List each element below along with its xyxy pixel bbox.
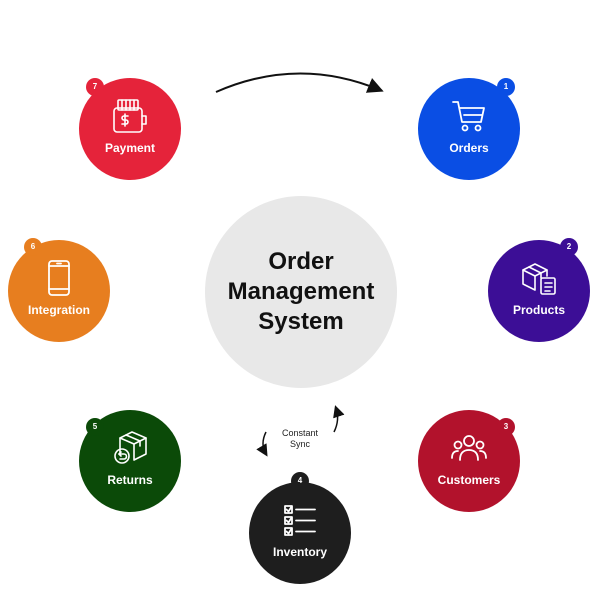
box-return-icon <box>110 428 150 468</box>
step-badge: 7 <box>86 78 104 96</box>
node-label: Customers <box>437 473 501 487</box>
sync-line: Constant <box>281 428 319 438</box>
center-title-line: Order <box>268 248 334 275</box>
node-label: Payment <box>104 141 156 155</box>
step-badge: 4 <box>291 472 309 490</box>
node-label: Inventory <box>272 545 327 559</box>
sync-down-arrow <box>256 431 268 457</box>
node-label: Integration <box>28 303 90 317</box>
step-badge: 1 <box>497 78 515 96</box>
node-products[interactable]: Products <box>488 240 590 342</box>
payment-to-orders-arrow <box>215 72 384 93</box>
mobile-icon <box>39 258 79 298</box>
center-circle: Order Management System <box>205 196 397 388</box>
checklist-icon <box>280 500 320 540</box>
center-title-line: System <box>258 308 344 335</box>
sync-up-arrow <box>333 405 345 433</box>
wallet-icon <box>110 96 150 136</box>
step-badge: 5 <box>86 418 104 436</box>
step-badge: 3 <box>497 418 515 436</box>
node-integration[interactable]: Integration <box>8 240 110 342</box>
node-label: Products <box>512 303 565 317</box>
node-label: Returns <box>107 473 153 487</box>
step-badge: 6 <box>24 238 42 256</box>
box-clipboard-icon <box>519 258 559 298</box>
cart-icon <box>449 96 489 136</box>
node-label: Orders <box>449 141 489 155</box>
node-inventory[interactable]: Inventory <box>249 482 351 584</box>
constant-sync-label: Constant Sync <box>274 428 326 450</box>
step-badge: 2 <box>560 238 578 256</box>
sync-line: Sync <box>289 439 310 449</box>
center-title-line: Management <box>227 278 375 305</box>
users-icon <box>449 428 489 468</box>
